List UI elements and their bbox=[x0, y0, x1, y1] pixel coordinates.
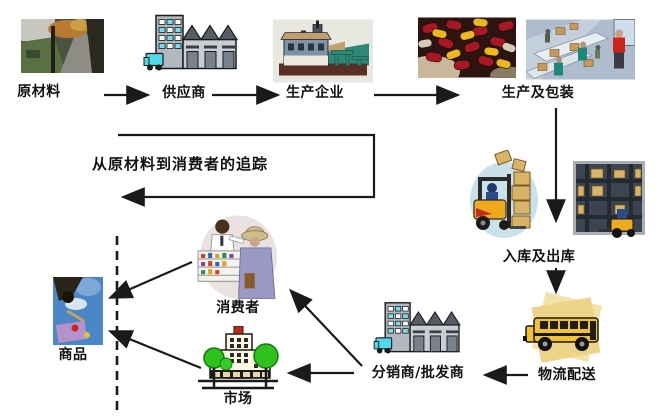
warehouse-racks-image bbox=[571, 156, 647, 242]
production-packaging-label: 生产及包装 bbox=[501, 85, 575, 101]
logistics-delivery-label: 物流配送 bbox=[538, 367, 596, 383]
storage-racks-picture bbox=[573, 161, 645, 238]
market-building-picture bbox=[198, 326, 279, 390]
distributor-wholesaler-label: 分销商/批发商 bbox=[371, 365, 465, 381]
arrow-consumer-to-goods bbox=[107, 260, 193, 299]
product-photo bbox=[53, 277, 103, 345]
raw-materials-label: 原材料 bbox=[17, 84, 61, 100]
pills-photo bbox=[418, 17, 516, 78]
packing-line-picture bbox=[526, 19, 635, 80]
goods-image bbox=[53, 277, 103, 345]
forklift-loading-image bbox=[468, 150, 544, 240]
pharmacy-counter-picture bbox=[197, 215, 277, 299]
raw-materials-image bbox=[18, 16, 107, 78]
manufacturer-label: 生产企业 bbox=[286, 85, 344, 101]
consumer-label: 消费者 bbox=[216, 300, 260, 316]
market-image bbox=[196, 326, 280, 392]
consumer-image bbox=[196, 214, 277, 299]
country-road-photo bbox=[18, 16, 107, 78]
arrow-market-to-goods bbox=[107, 330, 202, 370]
market-label: 市场 bbox=[223, 391, 253, 407]
tracking-note: 从原材料到消费者的追踪 bbox=[92, 155, 269, 173]
bus-truck-picture bbox=[523, 292, 603, 363]
supplier-image bbox=[143, 12, 238, 77]
manufacturer-image bbox=[273, 19, 373, 83]
arrow-distributor-to-consumer bbox=[288, 288, 363, 367]
factory-clipart bbox=[373, 302, 461, 354]
industrial-plant-picture bbox=[273, 19, 373, 83]
capsules-image bbox=[418, 17, 516, 78]
packaging-workshop-image bbox=[526, 19, 635, 80]
forklift-picture bbox=[470, 150, 538, 238]
factory-clipart bbox=[143, 14, 238, 71]
goods-label: 商品 bbox=[58, 347, 88, 363]
inbound-outbound-label: 入库及出库 bbox=[502, 249, 576, 265]
supplier-label: 供应商 bbox=[162, 85, 206, 101]
delivery-truck-image bbox=[520, 292, 612, 368]
distributor-image bbox=[372, 300, 462, 359]
